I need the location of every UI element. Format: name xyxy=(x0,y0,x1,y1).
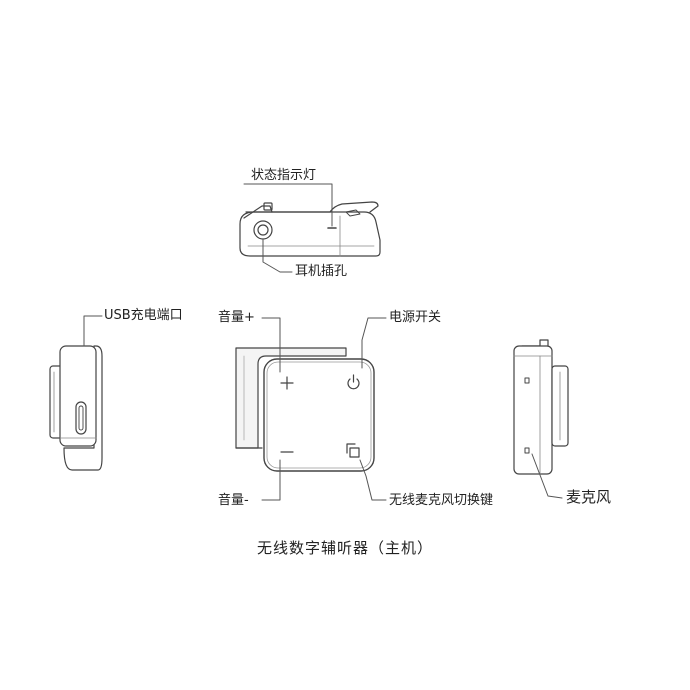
microphone-label: 麦克风 xyxy=(566,488,612,506)
usb-port-label: USB充电端口 xyxy=(104,308,183,323)
front-view-device xyxy=(235,347,375,472)
volume-up-label: 音量+ xyxy=(218,310,255,325)
right-side-view-device xyxy=(513,339,569,475)
status-led-label: 状态指示灯 xyxy=(251,168,317,183)
volume-down-label: 音量- xyxy=(218,493,249,508)
power-switch-label: 电源开关 xyxy=(389,310,442,325)
mic-switch-key-label: 无线麦克风切换键 xyxy=(389,493,494,508)
top-view-device xyxy=(239,201,381,257)
diagram-caption: 无线数字辅听器（主机） xyxy=(256,539,433,557)
left-side-view-device xyxy=(49,345,103,471)
headphone-jack-label: 耳机插孔 xyxy=(295,264,348,279)
